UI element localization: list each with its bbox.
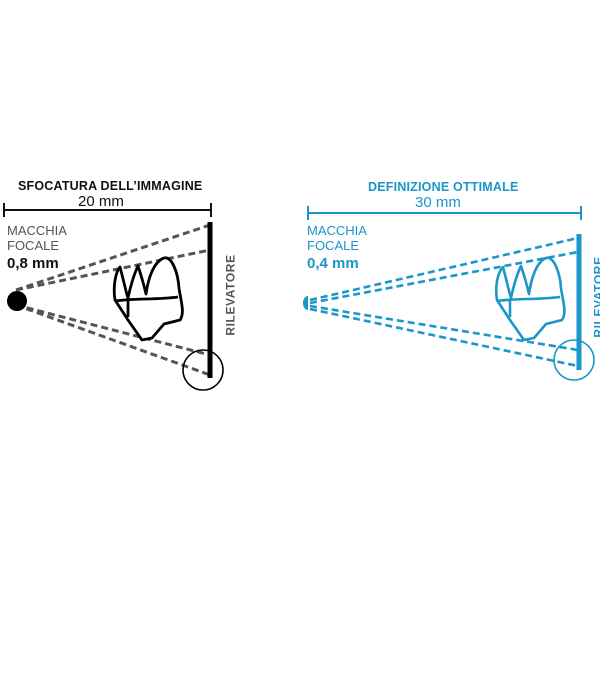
tooth-icon xyxy=(494,256,566,342)
focal-spot-label: MACCHIA FOCALE xyxy=(307,223,367,253)
tooth-icon xyxy=(112,256,184,342)
left-diagram xyxy=(3,203,224,391)
panel-title: SFOCATURA DELL’IMMAGINE xyxy=(18,179,203,193)
x-ray-beam xyxy=(309,236,579,368)
right-diagram xyxy=(303,206,595,381)
distance-bracket xyxy=(3,203,212,217)
focal-spot-label: MACCHIA FOCALE xyxy=(7,223,67,253)
blurred-image-panel: SFOCATURA DELL’IMMAGINE 20 mm MACCHIA FO… xyxy=(0,170,300,410)
optimal-definition-panel: DEFINIZIONE OTTIMALE 30 mm MACCHIA FOCAL… xyxy=(300,170,600,410)
distance-label: 20 mm xyxy=(78,193,124,210)
sharp-detail-circle xyxy=(553,339,595,381)
focal-spot-value: 0,8 mm xyxy=(7,255,59,272)
focal-spot-value: 0,4 mm xyxy=(307,255,359,272)
x-ray-beam xyxy=(15,223,211,377)
panel-title: DEFINIZIONE OTTIMALE xyxy=(368,180,519,194)
distance-label: 30 mm xyxy=(415,194,461,211)
focal-spot-icon xyxy=(7,291,27,311)
distance-bracket xyxy=(307,206,582,220)
blur-detail-circle xyxy=(182,349,224,391)
focal-spot-icon xyxy=(303,296,308,310)
